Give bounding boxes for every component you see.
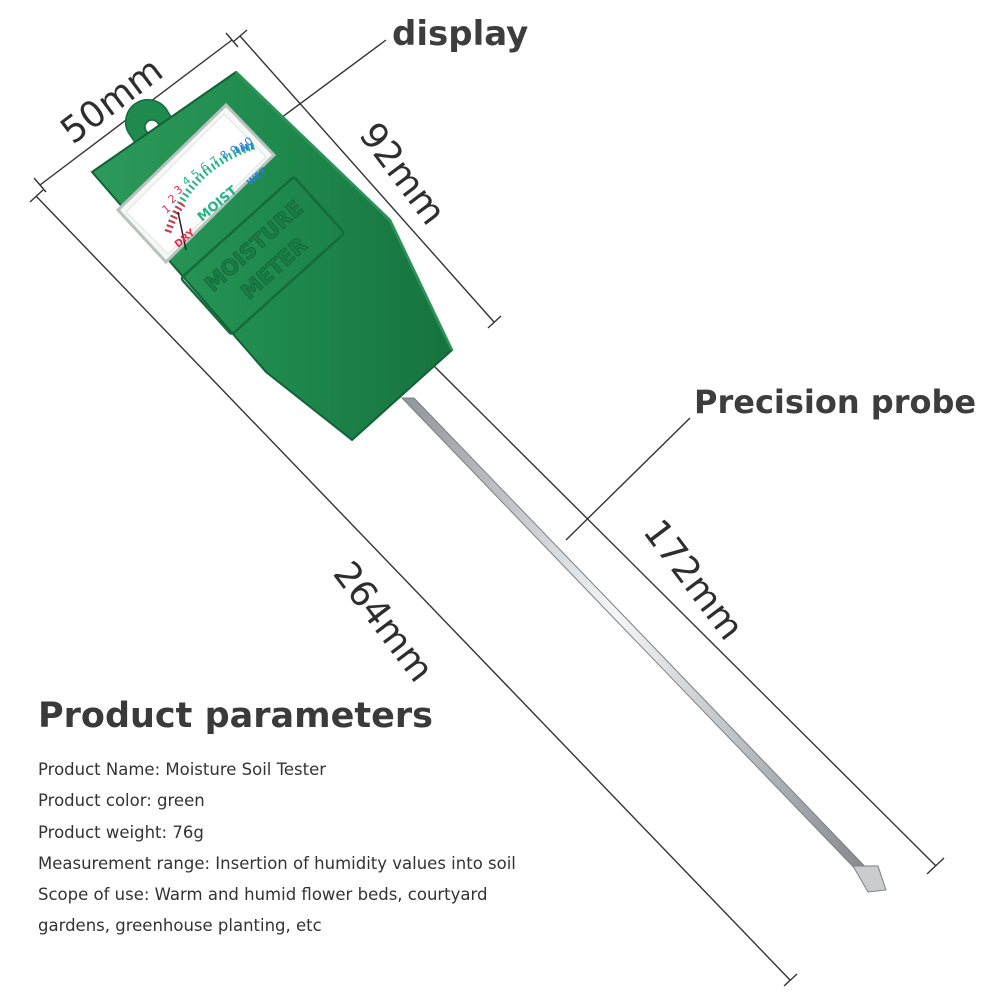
display-callout: display xyxy=(392,14,529,54)
probe-leader-line xyxy=(565,417,691,541)
display-window: 1 2 3 4 5 6 7 8 9 10 DRY MOIST WET xyxy=(115,102,277,265)
parameters-list: Product Name: Moisture Soil Tester Produ… xyxy=(38,754,598,942)
parameter-line: Product Name: Moisture Soil Tester xyxy=(38,760,327,779)
parameter-line: Scope of use: Warm and humid flower beds… xyxy=(38,885,488,905)
probe-callout: Precision probe xyxy=(694,383,977,421)
parameter-line: Measurement range: Insertion of humidity… xyxy=(38,853,516,873)
probe-rod xyxy=(400,397,887,893)
parameter-line: Product color: green xyxy=(38,791,205,811)
total-length-dimension-line xyxy=(35,195,791,981)
meter-body: 1 2 3 4 5 6 7 8 9 10 DRY MOIST WET MOIST… xyxy=(91,70,454,441)
head-length-dimension-line xyxy=(239,35,495,323)
product-parameters: Product parameters Product Name: Moistur… xyxy=(38,696,598,942)
parameters-title: Product parameters xyxy=(38,696,433,736)
probe-length-dimension-line xyxy=(432,364,937,867)
parameter-line: gardens, greenhouse planting, etc xyxy=(38,916,322,936)
parameter-line: Product weight: 76g xyxy=(38,822,204,842)
